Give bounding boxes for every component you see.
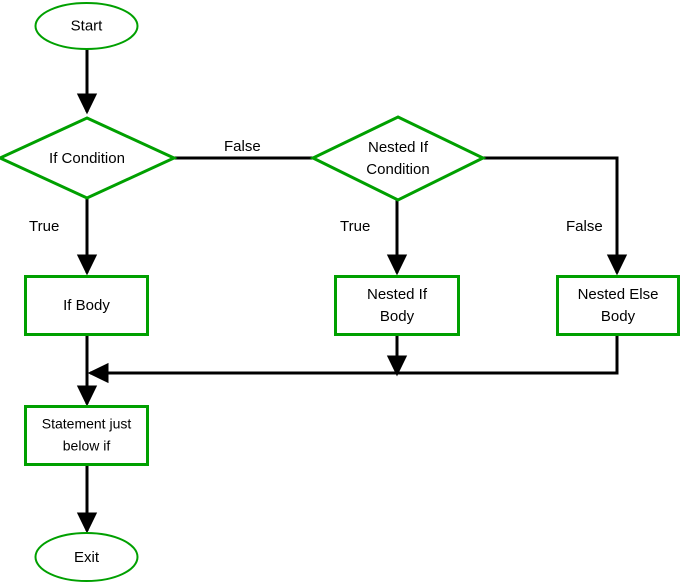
nested-else-body-rect <box>556 275 680 336</box>
exit-label: Exit <box>74 549 100 566</box>
node-nested-if-condition[interactable]: Nested If Condition <box>309 115 487 202</box>
node-if-body[interactable]: If Body <box>24 275 149 336</box>
nested-if-body-rect <box>334 275 460 336</box>
exit-ellipse <box>34 532 139 582</box>
start-label: Start <box>71 17 104 34</box>
if-condition-label: If Condition <box>49 150 125 167</box>
statement-below-if-rect <box>24 405 149 466</box>
nested-if-body-label-line2: Body <box>380 308 415 325</box>
edge-label-nested-true: True <box>340 218 370 235</box>
node-start[interactable]: Start <box>34 2 139 50</box>
nested-if-condition-label-line2: Condition <box>366 161 429 178</box>
node-if-condition[interactable]: If Condition <box>0 116 178 200</box>
edge-label-if-true: True <box>29 218 59 235</box>
edge-label-if-false: False <box>224 138 261 155</box>
nested-if-body-label-line1: Nested If <box>367 286 428 303</box>
nested-else-body-label-line1: Nested Else <box>578 286 659 303</box>
if-body-rect <box>24 275 149 336</box>
if-condition-diamond <box>0 116 178 200</box>
start-ellipse <box>34 2 139 50</box>
statement-below-if-label-line2: below if <box>63 438 111 454</box>
statement-below-if-label-line1: Statement just <box>42 416 132 432</box>
nested-else-body-label-line2: Body <box>601 308 636 325</box>
edge-nested-else-body-to-merge <box>87 335 619 384</box>
node-nested-if-body[interactable]: Nested If Body <box>334 275 460 336</box>
node-exit[interactable]: Exit <box>34 532 139 582</box>
node-statement-below-if[interactable]: Statement just below if <box>24 405 149 466</box>
if-body-label: If Body <box>63 297 110 314</box>
node-nested-else-body[interactable]: Nested Else Body <box>556 275 680 336</box>
nested-if-condition-label-line1: Nested If <box>368 139 429 156</box>
edge-label-nested-false: False <box>566 218 603 235</box>
nested-if-condition-diamond <box>309 115 487 202</box>
edge-nested-false-to-nested-else-body <box>483 156 628 276</box>
